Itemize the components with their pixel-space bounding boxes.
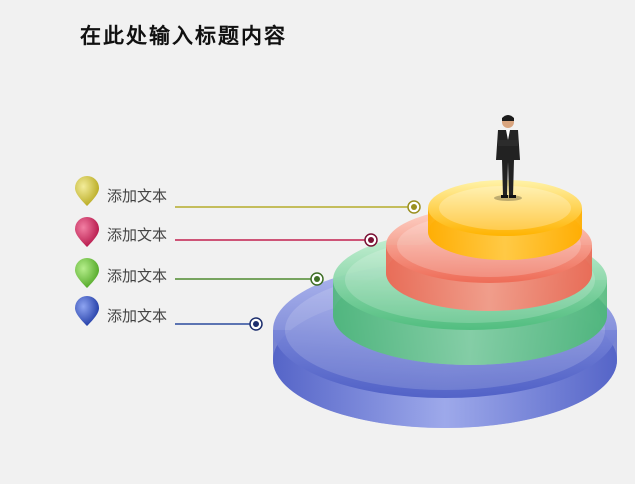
legend-pin-4-icon	[75, 296, 99, 326]
tier-top-yellow	[428, 180, 582, 260]
legend-label-3: 添加文本	[107, 267, 167, 285]
legend-pin-3-icon	[75, 258, 99, 288]
legend-label-1: 添加文本	[107, 187, 167, 205]
connector-lines	[175, 200, 421, 331]
legend-label-4: 添加文本	[107, 307, 167, 325]
businessman-figure-icon	[494, 115, 522, 201]
legend-label-2: 添加文本	[107, 226, 167, 244]
page-title: 在此处输入标题内容	[80, 23, 287, 48]
legend-pin-2-icon	[75, 217, 99, 247]
legend-pin-1-icon	[75, 176, 99, 206]
